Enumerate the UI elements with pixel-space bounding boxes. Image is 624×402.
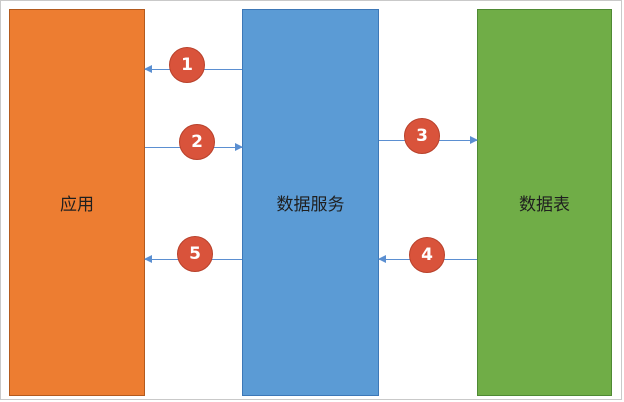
data-table-box: 数据表 (477, 9, 612, 396)
app-label: 应用 (60, 195, 94, 215)
data-service-label: 数据服务 (276, 195, 345, 215)
step-badge-1: 1 (169, 47, 205, 83)
step-badge-4: 4 (409, 237, 445, 273)
step-badge-5: 5 (177, 236, 213, 272)
data-table-label: 数据表 (519, 195, 570, 215)
step-badge-2: 2 (179, 124, 215, 160)
step-badge-3: 3 (404, 118, 440, 154)
app-box: 应用 (9, 9, 145, 396)
data-service-box: 数据服务 (242, 9, 379, 396)
